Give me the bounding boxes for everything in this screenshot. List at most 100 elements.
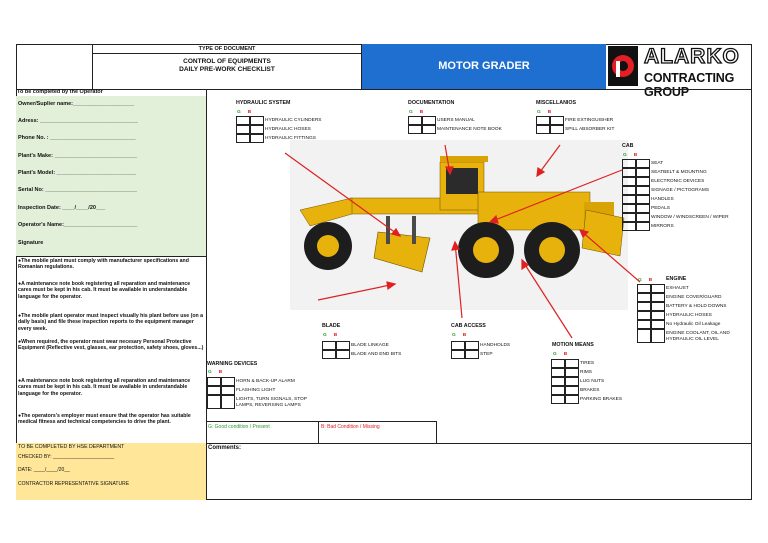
step-good-box[interactable] [451, 350, 465, 359]
blade-linkage-bad-box[interactable] [336, 341, 350, 350]
hydraulic-fittings-good-box[interactable] [236, 134, 250, 143]
section-title: HYDRAULIC SYSTEM [236, 100, 291, 106]
phone-field[interactable]: Phone No. : ____________________________ [18, 135, 136, 141]
oil-leakage-good-box[interactable] [637, 320, 651, 329]
fire-extinguisher-bad-box[interactable] [550, 116, 564, 125]
rims-good-box[interactable] [551, 368, 565, 377]
electronic-devices-good-box[interactable] [622, 177, 636, 186]
hydraulic-hoses-good-box[interactable] [236, 125, 250, 134]
oil-leakage-bad-box[interactable] [651, 320, 665, 329]
window-bad-box[interactable] [636, 213, 650, 222]
handles-good-box[interactable] [622, 195, 636, 204]
note-book-good-box[interactable] [408, 125, 422, 134]
handholds-bad-box[interactable] [465, 341, 479, 350]
spill-kit-bad-box[interactable] [550, 125, 564, 134]
brakes-bad-box[interactable] [565, 386, 579, 395]
fluid-level-bad-box[interactable] [651, 329, 665, 343]
mirrors-bad-box[interactable] [636, 222, 650, 231]
parking-brakes-good-box[interactable] [551, 395, 565, 404]
blade-linkage-good-box[interactable] [322, 341, 336, 350]
note-item: ●The mobile plant must comply with manuf… [18, 258, 189, 271]
fire-extinguisher-good-box[interactable] [536, 116, 550, 125]
lug-nuts-bad-box[interactable] [565, 377, 579, 386]
rims-bad-box[interactable] [565, 368, 579, 377]
owner-field[interactable]: Owner/Suplier name:____________________ [18, 101, 135, 107]
lug-nuts-good-box[interactable] [551, 377, 565, 386]
signature-field[interactable]: Signature [18, 240, 44, 246]
plant-model-field[interactable]: Plant's Model: _________________________… [18, 170, 137, 176]
g-label: G [452, 333, 456, 338]
hydraulic-hoses-bad-box[interactable] [250, 125, 264, 134]
engine-hoses-bad-box[interactable] [651, 311, 665, 320]
note-book-bad-box[interactable] [422, 125, 436, 134]
item-label: BATTERY & HOLD DOWNS [666, 304, 727, 309]
parking-brakes-bad-box[interactable] [565, 395, 579, 404]
inspection-date-field[interactable]: Inspection Date: ____/____/20___ [18, 205, 106, 211]
seatbelt-good-box[interactable] [622, 168, 636, 177]
hydraulic-cylinders-bad-box[interactable] [250, 116, 264, 125]
item-label: SPILL ABSORBER KIT [565, 127, 615, 132]
hydraulic-fittings-bad-box[interactable] [250, 134, 264, 143]
battery-bad-box[interactable] [651, 302, 665, 311]
engine-hoses-good-box[interactable] [637, 311, 651, 320]
hse-signature-field[interactable]: CONTRACTOR REPRESENTATIVE SIGNATURE [18, 481, 130, 487]
flashing-light-good-box[interactable] [207, 386, 221, 395]
seatbelt-bad-box[interactable] [636, 168, 650, 177]
hydraulic-cylinders-good-box[interactable] [236, 116, 250, 125]
signage-bad-box[interactable] [636, 186, 650, 195]
lights-good-box[interactable] [207, 395, 221, 409]
horn-good-box[interactable] [207, 377, 221, 386]
hse-panel [16, 443, 206, 500]
address-field[interactable]: Adress: ________________________________ [18, 118, 138, 124]
item-label: LIGHTS, TURN SIGNALS, STOP LAMPS, REVERS… [236, 397, 307, 408]
item-label: HYDRAULIC FITTINGS [265, 136, 316, 141]
blade-end-bits-good-box[interactable] [322, 350, 336, 359]
brakes-good-box[interactable] [551, 386, 565, 395]
plant-make-field[interactable]: Plant's Make: __________________________… [18, 153, 138, 159]
handholds-good-box[interactable] [451, 341, 465, 350]
horn-bad-box[interactable] [221, 377, 235, 386]
seat-bad-box[interactable] [636, 159, 650, 168]
seat-good-box[interactable] [622, 159, 636, 168]
lights-bad-box[interactable] [221, 395, 235, 409]
exhaust-bad-box[interactable] [651, 284, 665, 293]
item-label: HANDLES [651, 197, 674, 202]
blade-end-bits-bad-box[interactable] [336, 350, 350, 359]
hse-checked-by-field[interactable]: CHECKED BY: ______________________ [18, 454, 115, 460]
section-title: MISCELLANIOS [536, 100, 577, 106]
engine-cover-good-box[interactable] [637, 293, 651, 302]
window-good-box[interactable] [622, 213, 636, 222]
spill-kit-good-box[interactable] [536, 125, 550, 134]
tires-good-box[interactable] [551, 359, 565, 368]
mirrors-good-box[interactable] [622, 222, 636, 231]
g-label: G [237, 110, 241, 115]
pedals-good-box[interactable] [622, 204, 636, 213]
signage-good-box[interactable] [622, 186, 636, 195]
operator-name-field[interactable]: Operator's Name:________________________ [18, 222, 138, 228]
fluid-level-good-box[interactable] [637, 329, 651, 343]
b-label: B [462, 333, 467, 338]
step-bad-box[interactable] [465, 350, 479, 359]
item-label: STEP [480, 352, 493, 357]
users-manual-bad-box[interactable] [422, 116, 436, 125]
item-label: HANDHOLDS [480, 343, 511, 348]
battery-good-box[interactable] [637, 302, 651, 311]
note-item: ●When required, the operator must wear n… [18, 339, 204, 352]
serial-no-field[interactable]: Serial No: _____________________________… [18, 187, 137, 193]
handles-bad-box[interactable] [636, 195, 650, 204]
engine-cover-bad-box[interactable] [651, 293, 665, 302]
electronic-devices-bad-box[interactable] [636, 177, 650, 186]
item-label: BRAKES [580, 388, 600, 393]
flashing-light-bad-box[interactable] [221, 386, 235, 395]
hse-date-field[interactable]: DATE: ____/____/20__ [18, 467, 70, 473]
pedals-bad-box[interactable] [636, 204, 650, 213]
tires-bad-box[interactable] [565, 359, 579, 368]
item-label: USERS MANUAL [437, 118, 475, 123]
exhaust-good-box[interactable] [637, 284, 651, 293]
section-title: BLADE [322, 323, 341, 329]
legend-good-text: G: Good condition / Present [208, 424, 270, 430]
g-label: G [638, 278, 642, 283]
users-manual-good-box[interactable] [408, 116, 422, 125]
